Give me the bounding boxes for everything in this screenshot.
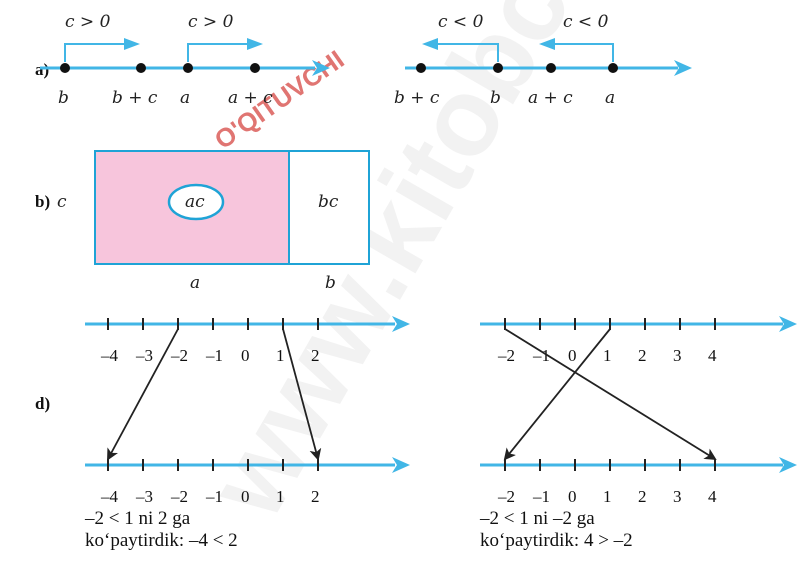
part-d-right-top-axis-arrowhead [779, 316, 797, 332]
part-a-right-point-2 [546, 63, 556, 73]
part-d-right-mapping-arrow-0 [504, 328, 717, 461]
part-a-right-axis-arrowhead [674, 60, 692, 76]
part-d-right-top_ticks-label-0: –2 [497, 346, 515, 365]
part-d-right-top_ticks-label-4: 2 [638, 346, 647, 365]
part-d-left-top_ticks-label-6: 2 [311, 346, 320, 365]
part-d-right-bottom_ticks-label-4: 2 [638, 487, 647, 506]
rect-bc [288, 150, 370, 265]
part-a-right-shift-label-0: c < 0 [438, 12, 484, 32]
watermark: www.kitobchi.uz [184, 0, 720, 538]
part-d-left-bottom-axis-arrowhead [392, 457, 410, 473]
part-d-left-bottom_ticks-label-4: 0 [241, 487, 250, 506]
part-d-right-top_ticks-label-6: 4 [708, 346, 717, 365]
part-d-left-mapping-arrow-1 [282, 328, 322, 461]
part-b-side-label: c [57, 192, 67, 212]
part-a-left-shift-label-0: c > 0 [65, 12, 111, 32]
part-d-right-bottom_ticks-label-1: –1 [532, 487, 550, 506]
part-d-right-bottom_ticks-label-5: 3 [673, 487, 682, 506]
part-d-right-top_ticks-label-3: 1 [603, 346, 612, 365]
part-d-right-bottom_ticks-label-0: –2 [497, 487, 515, 506]
part-d-left-bottom-axis: –4 –3 –2 –1 0 1 2 [85, 457, 410, 506]
part-d-left-top_ticks-label-2: –2 [170, 346, 188, 365]
rect-bc-label: bc [318, 192, 339, 212]
part-a-right-shift-arrowhead-0 [422, 38, 438, 50]
ac-ellipse [167, 183, 225, 221]
part-a-right-shift-arrow-0 [436, 43, 499, 62]
part-d-left-bottom_ticks-label-5: 1 [276, 487, 285, 506]
part-d-left-bottom_ticks-label-1: –3 [135, 487, 153, 506]
rect-ac-label: ac [185, 192, 205, 212]
part-a-right-point-1 [493, 63, 503, 73]
caption-left-line2: ko‘paytirdik: –4 < 2 [85, 530, 238, 551]
part-d-right-top-axis: –2 –1 0 1 2 3 4 [480, 316, 797, 365]
part-a-left-point-label-3: a + c [228, 88, 273, 108]
part-d-right-bottom_ticks-label-2: 0 [568, 487, 577, 506]
part-a-left-point-label-1: b + c [112, 88, 158, 108]
part-a-left-shift-arrow-0 [64, 43, 126, 62]
caption-left-line1: –2 < 1 ni 2 ga [85, 508, 191, 529]
part-a-right-point-label-0: b + c [394, 88, 440, 108]
part-a-left-point-1 [136, 63, 146, 73]
part-a-left-shift-arrow-1 [187, 43, 249, 62]
part-d-left-bottom_ticks-label-2: –2 [170, 487, 188, 506]
part-a-right: b + c b a + c a c < 0 c < 0 [394, 12, 692, 108]
part-a-right-shift-arrow-1 [553, 43, 614, 62]
part-a-left-axis-arrowhead [312, 60, 330, 76]
part-a-left-point-0 [60, 63, 70, 73]
part-a-left: b b + c a a + c c > 0 c > 0 [40, 12, 330, 108]
part-d-right-top_ticks-label-2: 0 [568, 346, 577, 365]
width-b-label: b [325, 273, 336, 293]
part-d-left-top_ticks-label-0: –4 [100, 346, 119, 365]
part-d-left-bottom_ticks-label-0: –4 [100, 487, 119, 506]
part-a-left-shift-arrowhead-0 [124, 38, 140, 50]
part-d-right-bottom-axis-arrowhead [779, 457, 797, 473]
part-d-left-top_ticks-label-1: –3 [135, 346, 153, 365]
part-a-left-shift-arrowhead-1 [247, 38, 263, 50]
watermark-text: www.kitobchi.uz [184, 0, 720, 538]
part-a-right-shift-arrowhead-1 [539, 38, 555, 50]
part-d-label: d) [35, 394, 50, 413]
part-a-right-point-3 [608, 63, 618, 73]
part-d-left-top_ticks-label-3: –1 [205, 346, 223, 365]
width-a-label: a [190, 273, 200, 293]
caption-right-line1: –2 < 1 ni –2 ga [480, 508, 595, 529]
part-d-right-bottom-axis: –2 –1 0 1 2 3 4 [480, 457, 797, 506]
part-d-left-top_ticks-label-5: 1 [276, 346, 285, 365]
part-a-right-shift-label-1: c < 0 [563, 12, 609, 32]
part-d-right-bottom_ticks-label-3: 1 [603, 487, 612, 506]
caption-right-line2: ko‘paytirdik: 4 > –2 [480, 530, 633, 551]
part-d-left-mapping-arrow-0 [107, 328, 179, 461]
part-d-mappings [107, 328, 717, 461]
part-d-left-bottom_ticks-label-6: 2 [311, 487, 320, 506]
part-d-left-top_ticks-label-4: 0 [241, 346, 250, 365]
part-a-right-point-label-2: a + c [528, 88, 573, 108]
part-a-left-point-2 [183, 63, 193, 73]
part-d-left-bottom_ticks-label-3: –1 [205, 487, 223, 506]
part-a-right-point-0 [416, 63, 426, 73]
part-b-label: b) [35, 192, 50, 211]
part-d-left-top-axis: –4 –3 –2 –1 0 1 2 [85, 316, 410, 365]
part-a-left-point-label-2: a [180, 88, 190, 108]
part-a-left-shift-label-1: c > 0 [188, 12, 234, 32]
part-a-left-point-3 [250, 63, 260, 73]
part-a-right-point-label-1: b [490, 88, 501, 108]
part-a-right-point-label-3: a [605, 88, 615, 108]
part-d-left-top-axis-arrowhead [392, 316, 410, 332]
part-a-left-point-label-0: b [58, 88, 69, 108]
part-d-right-top_ticks-label-5: 3 [673, 346, 682, 365]
part-d-right-top_ticks-label-1: –1 [532, 346, 550, 365]
part-d-right-mapping-arrow-1 [503, 328, 611, 461]
part-d-right-bottom_ticks-label-6: 4 [708, 487, 717, 506]
